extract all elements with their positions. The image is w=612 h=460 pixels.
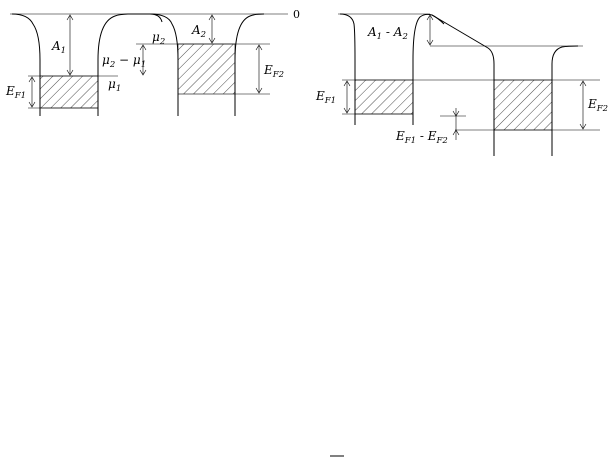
mu2-label: μ2 bbox=[152, 30, 165, 47]
a1-arrowheads bbox=[66, 14, 74, 76]
metal2-fermi-sea-right bbox=[493, 79, 553, 131]
a1-label: A1 bbox=[51, 39, 66, 56]
right-panel: A1 - A2 EF1 EF2 EF1 - EF2 bbox=[315, 13, 608, 156]
metal1-fermi-sea-right bbox=[354, 79, 414, 115]
metal1-right-wall bbox=[97, 13, 163, 116]
metal2-fermi-sea bbox=[177, 43, 236, 95]
metal1-left-wall-right bbox=[339, 13, 356, 125]
ef2-label-right: EF2 bbox=[587, 97, 608, 114]
left-panel: 0 A1 A2 μ2 − μ1 μ2 μ1 EF1 bbox=[5, 8, 300, 116]
a2-arrowheads bbox=[208, 14, 216, 44]
metal1-left-wall bbox=[11, 13, 41, 116]
ef-diff-label: EF1 - EF2 bbox=[395, 129, 448, 146]
metal1-right-wall-right bbox=[412, 13, 445, 125]
a-diff-arrowheads bbox=[426, 14, 434, 46]
ef1-arrowheads-right bbox=[343, 80, 351, 114]
a2-label: A2 bbox=[191, 23, 206, 40]
metal1-fermi-sea bbox=[39, 75, 99, 109]
ef2-arrowheads-right bbox=[579, 80, 587, 130]
ef1-arrowheads bbox=[28, 76, 36, 108]
metal2-right-wall bbox=[234, 13, 265, 116]
mu-diff-arrowheads bbox=[139, 44, 147, 76]
ef1-label-right: EF1 bbox=[315, 89, 336, 106]
a-diff-label: A1 - A2 bbox=[367, 25, 408, 42]
zero-level-label: 0 bbox=[293, 8, 300, 21]
contact-slope bbox=[431, 14, 495, 156]
ef-diff-arrowheads bbox=[452, 110, 460, 136]
mu1-label: μ1 bbox=[108, 77, 121, 94]
ef1-label: EF1 bbox=[5, 84, 26, 101]
ef2-arrowheads bbox=[255, 44, 263, 94]
mu-diff-label: μ2 − μ1 bbox=[102, 53, 146, 70]
metal2-right-wall-right bbox=[551, 45, 579, 156]
ef2-label: EF2 bbox=[263, 63, 284, 80]
